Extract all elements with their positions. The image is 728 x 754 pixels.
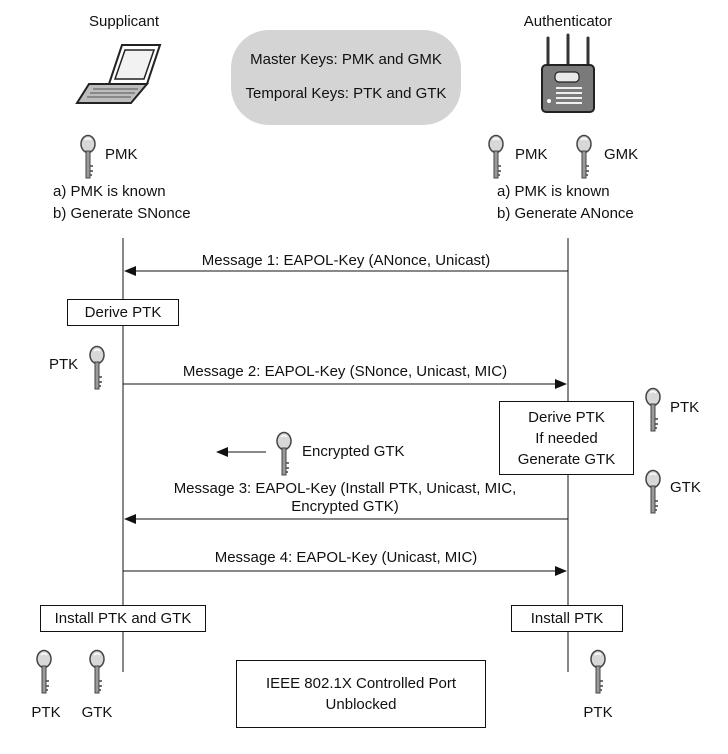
gtk-authenticator-label: GTK (670, 479, 701, 496)
final-ptk-authenticator-key-icon (590, 649, 606, 694)
install-authenticator-box: Install PTK (511, 605, 623, 632)
final-gtk-supplicant-label: GTK (81, 704, 113, 721)
encrypted-gtk-label: Encrypted GTK (302, 443, 405, 460)
derive-ptk-authenticator-box: Derive PTK If needed Generate GTK (499, 401, 634, 475)
message-4-label: Message 4: EAPOL-Key (Unicast, MIC) (214, 549, 478, 566)
access-point-icon (541, 33, 595, 113)
ptk-authenticator-label: PTK (670, 399, 700, 416)
encrypted-gtk-key-icon (276, 431, 292, 476)
keys-info-bubble: Master Keys: PMK and GMK Temporal Keys: … (231, 30, 461, 125)
ptk-supplicant-label: PTK (49, 356, 79, 373)
final-ptk-supplicant-key-icon (36, 649, 52, 694)
derive-ptk-supplicant-box: Derive PTK (67, 299, 179, 326)
pmk-authenticator-label: PMK (515, 146, 548, 163)
authenticator-pmk-known: a) PMK is known (497, 183, 610, 200)
final-gtk-supplicant-key-icon (89, 649, 105, 694)
ptk-supplicant-key-icon (89, 345, 105, 390)
supplicant-generate-snonce: b) Generate SNonce (53, 205, 191, 222)
temporal-keys-text: Temporal Keys: PTK and GTK (245, 85, 447, 102)
supplicant-title: Supplicant (88, 13, 160, 30)
pmk-supplicant-label: PMK (105, 146, 138, 163)
install-supplicant-box: Install PTK and GTK (40, 605, 206, 632)
message-3-label-line-2: Encrypted GTK) (291, 498, 399, 515)
final-ptk-authenticator-label: PTK (583, 704, 613, 721)
laptop-icon (75, 44, 162, 104)
supplicant-pmk-known: a) PMK is known (53, 183, 166, 200)
master-keys-text: Master Keys: PMK and GMK (250, 51, 442, 68)
message-1-label: Message 1: EAPOL-Key (ANonce, Unicast) (201, 252, 491, 269)
message-2-label: Message 2: EAPOL-Key (SNonce, Unicast, M… (182, 363, 508, 380)
pmk-supplicant-key-icon (80, 134, 96, 179)
gmk-authenticator-label: GMK (604, 146, 639, 163)
authenticator-title: Authenticator (523, 13, 613, 30)
gtk-authenticator-key-icon (645, 469, 661, 514)
ptk-authenticator-key-icon (645, 387, 661, 432)
controlled-port-box: IEEE 802.1X Controlled Port Unblocked (236, 660, 486, 728)
pmk-authenticator-key-icon (488, 134, 504, 179)
gmk-authenticator-key-icon (576, 134, 592, 179)
authenticator-generate-anonce: b) Generate ANonce (497, 205, 634, 222)
message-3-label-line-1: Message 3: EAPOL-Key (Install PTK, Unica… (173, 480, 517, 497)
final-ptk-supplicant-label: PTK (31, 704, 61, 721)
